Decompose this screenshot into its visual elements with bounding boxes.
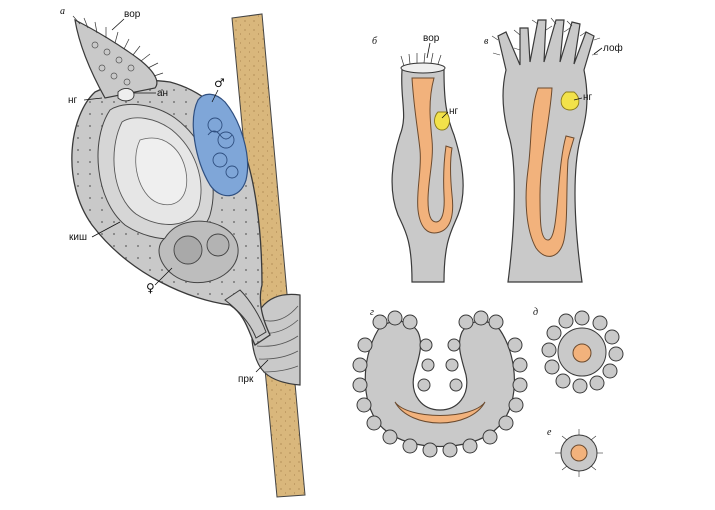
panel-a: а вор ан нг ♂ киш ♀ прк [60, 6, 306, 498]
label-female: ♀ [146, 281, 155, 295]
panel-d: д [533, 307, 624, 394]
label-an: ан [157, 88, 168, 99]
label-ng-b: нг [449, 106, 459, 117]
testis [192, 93, 249, 197]
leader-lof [593, 47, 603, 55]
leader-vor-a [111, 18, 125, 31]
polyp-body-v [497, 19, 595, 283]
stomach [135, 137, 188, 206]
label-vor-b: вор [423, 33, 440, 44]
gut-d [572, 343, 592, 363]
gut-e [570, 444, 588, 462]
ganglion-v [560, 91, 580, 111]
leader-kish [91, 221, 121, 238]
panel-v: в лоф нг [484, 17, 623, 283]
panel-label-g: г [370, 307, 374, 318]
label-male: ♂ [214, 76, 225, 90]
tentacle-cilia-v [491, 17, 601, 56]
gut-b [411, 77, 454, 234]
panel-g: г [352, 307, 528, 458]
mouth-rim-b [400, 62, 446, 74]
gut-v [525, 87, 575, 257]
ganglion-b [434, 111, 450, 131]
tentacle-cilia-a [72, 15, 164, 77]
leader-ng-b [441, 111, 449, 119]
leader-ng-v [573, 97, 583, 101]
leader-male [211, 89, 219, 103]
egg-1 [173, 235, 203, 265]
panel-label-d: д [533, 307, 538, 318]
u-shaped-body-g [364, 320, 516, 448]
tentacle-cells-a [91, 41, 135, 86]
gut-crescent-g [394, 401, 486, 424]
leader-female [154, 267, 173, 286]
panel-b: б вор нг [372, 33, 464, 283]
label-kish: киш [69, 232, 87, 243]
panel-label-a: а [60, 6, 65, 17]
polyp-stalk-a [224, 289, 267, 339]
attachment-disk [251, 293, 301, 386]
panel-label-e: е [547, 427, 552, 438]
leader-ng-a [83, 97, 103, 101]
label-lof: лоф [603, 42, 623, 54]
label-prk: прк [238, 374, 254, 385]
label-vor-a: вор [124, 9, 141, 20]
mouth-cilia-b [400, 52, 442, 67]
lophophore-lobes-g [352, 310, 528, 458]
egg-2 [206, 233, 230, 257]
cilia-e [555, 429, 603, 477]
anus [117, 88, 135, 102]
panel-label-v: в [484, 36, 489, 47]
panel-label-b: б [372, 36, 378, 47]
leader-prk [255, 359, 269, 373]
panel-e: е [547, 427, 603, 477]
leader-vor-b [426, 42, 431, 59]
label-ng-a: нг [68, 95, 78, 106]
testis-lobes [207, 117, 239, 179]
label-ng-v: нг [583, 92, 593, 103]
